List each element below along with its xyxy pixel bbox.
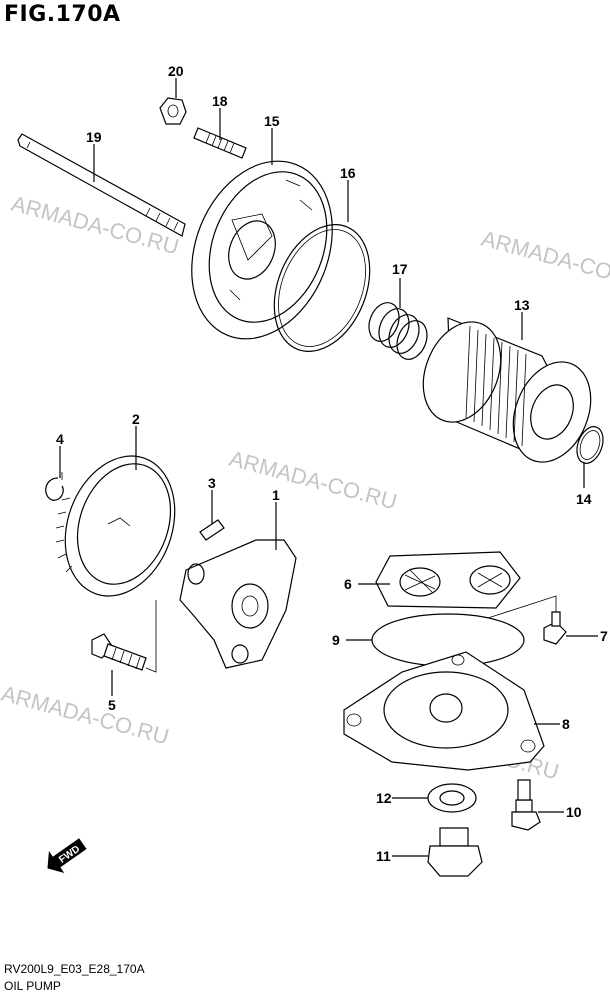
part-17-spring bbox=[368, 302, 428, 360]
part-5-bolt bbox=[91, 633, 147, 671]
callout-14: 14 bbox=[576, 491, 592, 507]
part-20-nut bbox=[159, 97, 187, 125]
callout-11: 11 bbox=[376, 848, 391, 864]
figure-code: RV200L9_E03_E28_170A bbox=[4, 962, 145, 976]
part-11-drain-plug bbox=[427, 827, 483, 877]
part-10-bolt bbox=[511, 779, 541, 831]
figure-title: FIG.170A bbox=[4, 2, 121, 27]
fwd-arrow-icon: FWD bbox=[47, 838, 87, 873]
callout-17: 17 bbox=[392, 261, 408, 277]
alignment-line bbox=[145, 600, 157, 673]
callout-8: 8 bbox=[562, 716, 570, 732]
watermark: ARMADA-CO.RU bbox=[479, 226, 610, 295]
callout-18: 18 bbox=[212, 93, 228, 109]
callout-6: 6 bbox=[344, 576, 352, 592]
callout-19: 19 bbox=[86, 129, 102, 145]
part-19-long-bolt bbox=[17, 133, 186, 237]
part-18-stud bbox=[193, 127, 247, 159]
callout-1: 1 bbox=[272, 487, 280, 503]
callout-9: 9 bbox=[332, 632, 340, 648]
callout-16: 16 bbox=[340, 165, 356, 181]
figure-name: OIL PUMP bbox=[4, 979, 61, 993]
part-13-oil-filter bbox=[422, 317, 592, 463]
part-16-o-ring bbox=[273, 224, 371, 352]
part-6-oil-strainer bbox=[375, 551, 521, 609]
part-8-cover bbox=[343, 651, 545, 771]
part-1-oil-pump bbox=[179, 539, 297, 669]
callout-2: 2 bbox=[132, 411, 140, 427]
part-12-washer bbox=[427, 783, 477, 813]
watermark: ARMADA-CO.RU bbox=[0, 681, 172, 750]
callout-3: 3 bbox=[208, 475, 216, 491]
callout-12: 12 bbox=[376, 790, 392, 806]
watermark: ARMADA-CO.RU bbox=[227, 446, 400, 515]
callout-4: 4 bbox=[56, 431, 64, 447]
callout-5: 5 bbox=[108, 697, 116, 713]
part-15-filter-cap bbox=[191, 160, 333, 340]
callout-7: 7 bbox=[600, 628, 608, 644]
callout-20: 20 bbox=[168, 63, 184, 79]
watermark: ARMADA-CO.RU bbox=[9, 191, 182, 260]
part-2-gear bbox=[55, 455, 176, 597]
part-4-circlip bbox=[45, 477, 64, 501]
callout-13: 13 bbox=[514, 297, 530, 313]
callout-15: 15 bbox=[264, 113, 280, 129]
callout-10: 10 bbox=[566, 804, 582, 820]
leader-lines bbox=[59, 78, 598, 857]
part-7-bolt bbox=[543, 611, 567, 645]
alignment-line bbox=[487, 595, 557, 619]
